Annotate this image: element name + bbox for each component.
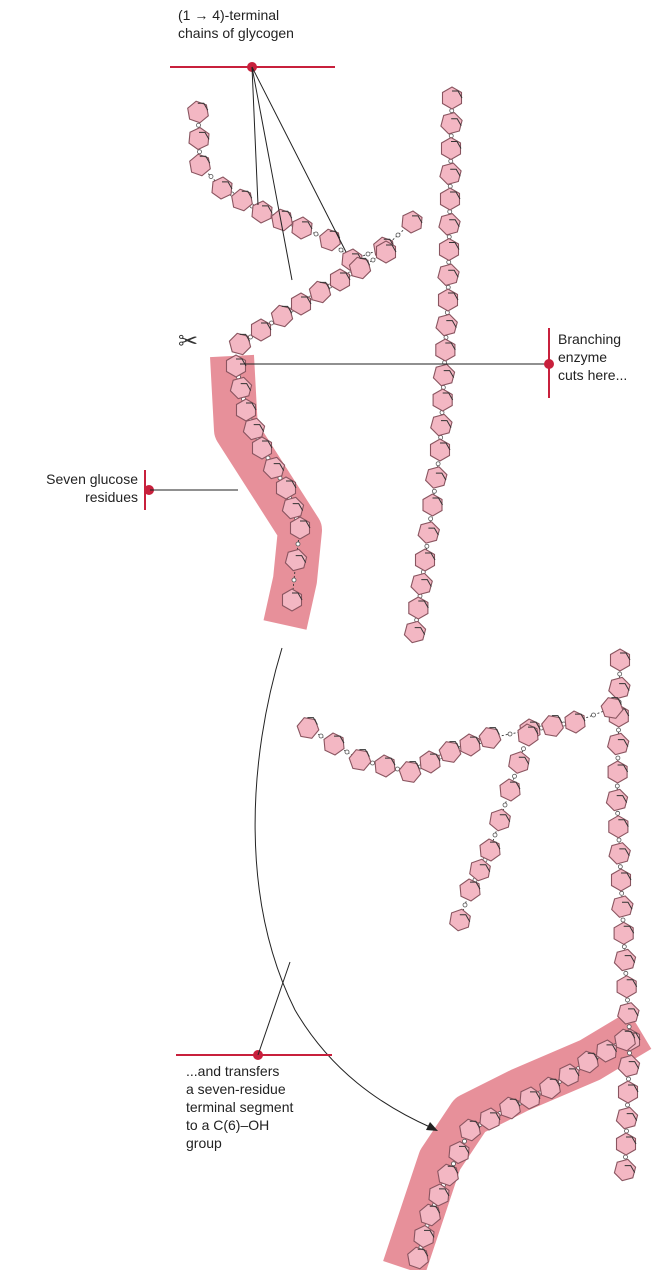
glucose-residue [431,414,452,435]
glucose-residue [292,217,312,239]
glucose-residue [416,549,436,571]
glucose-residue [431,439,451,461]
glucose-residue [490,809,511,831]
glucose-residue [292,293,312,315]
glucose-residue [309,281,330,302]
glucose-residue [443,87,463,109]
glucose-residue [616,1107,637,1128]
glucose-residue [609,816,629,838]
glucose-residue [606,789,627,810]
glucose-residue [439,214,460,235]
glucose-residue [619,1081,639,1103]
glucose-residue [440,163,461,184]
glucose-residue [608,761,628,783]
glucose-residue [436,339,456,361]
glucose-residue [470,859,491,881]
glucose-residue [612,869,632,891]
glucose-residue [500,779,520,801]
glucose-residue [442,138,462,160]
glucose-residue [617,1133,637,1155]
glucose-residue [418,522,439,543]
glucose-residue [375,755,395,777]
glucose-residue [232,189,253,211]
glucose-residue [542,716,564,737]
glucose-residue [349,750,371,771]
glucose-residue [614,1159,635,1180]
glucose-residue [402,211,422,233]
glucose-residue [608,733,629,754]
glucose-residue [271,305,292,326]
glucose-residue [440,239,460,261]
glucose-residue [409,597,429,619]
glucose-residue [229,333,250,354]
glucose-residue [436,314,457,335]
glucose-residue [609,843,630,864]
glucose-residue [426,467,447,488]
callout-lines [144,62,554,1131]
glucose-residue [331,269,351,291]
glucose-residue [297,718,319,739]
glucose-residue [252,201,272,223]
glucose-residue [460,879,480,901]
scissors-icon: ✂ [178,330,198,354]
glucose-residue [438,264,459,285]
glucose-residue [189,128,209,150]
label-seven-glucose: Seven glucose residues [10,470,138,506]
glucose-residue [420,751,440,773]
label-branching-enzyme: Branching enzyme cuts here... [558,330,658,384]
glucose-residue [411,573,432,594]
glucose-residue [188,101,209,123]
glucose-residue [433,364,454,385]
glucose-residue [439,742,461,763]
label-transfers: ...and transfers a seven-residue termina… [186,1062,336,1152]
glucose-residue [480,839,500,861]
glucose-residue [618,1055,639,1076]
glucose-residue [617,976,637,998]
glucose-residue [611,649,631,671]
glucose-residue [612,896,633,917]
glucose-residue [433,389,453,411]
glucose-residue [404,621,425,642]
glucose-residue [320,229,341,251]
glucose-residue [479,728,501,749]
glucose-residue [450,909,471,931]
glucose-residue [609,677,630,698]
glucose-residue [614,922,634,944]
label-terminal-chains: (1 → 4)-terminal chains of glycogen [178,6,338,42]
glucose-residue [565,711,585,733]
glucose-residue [252,319,272,341]
glucose-residue [441,113,462,134]
glucose-residue [212,177,232,199]
glucose-residue [324,733,344,755]
glucose-residue [509,752,530,774]
glucose-residue [423,494,443,516]
glucose-residue [399,762,421,783]
glucose-residue [460,734,480,756]
glucose-residue [439,289,459,311]
glucose-residue [614,949,635,970]
glucose-residue [190,154,211,176]
glucose-residue [441,188,461,210]
